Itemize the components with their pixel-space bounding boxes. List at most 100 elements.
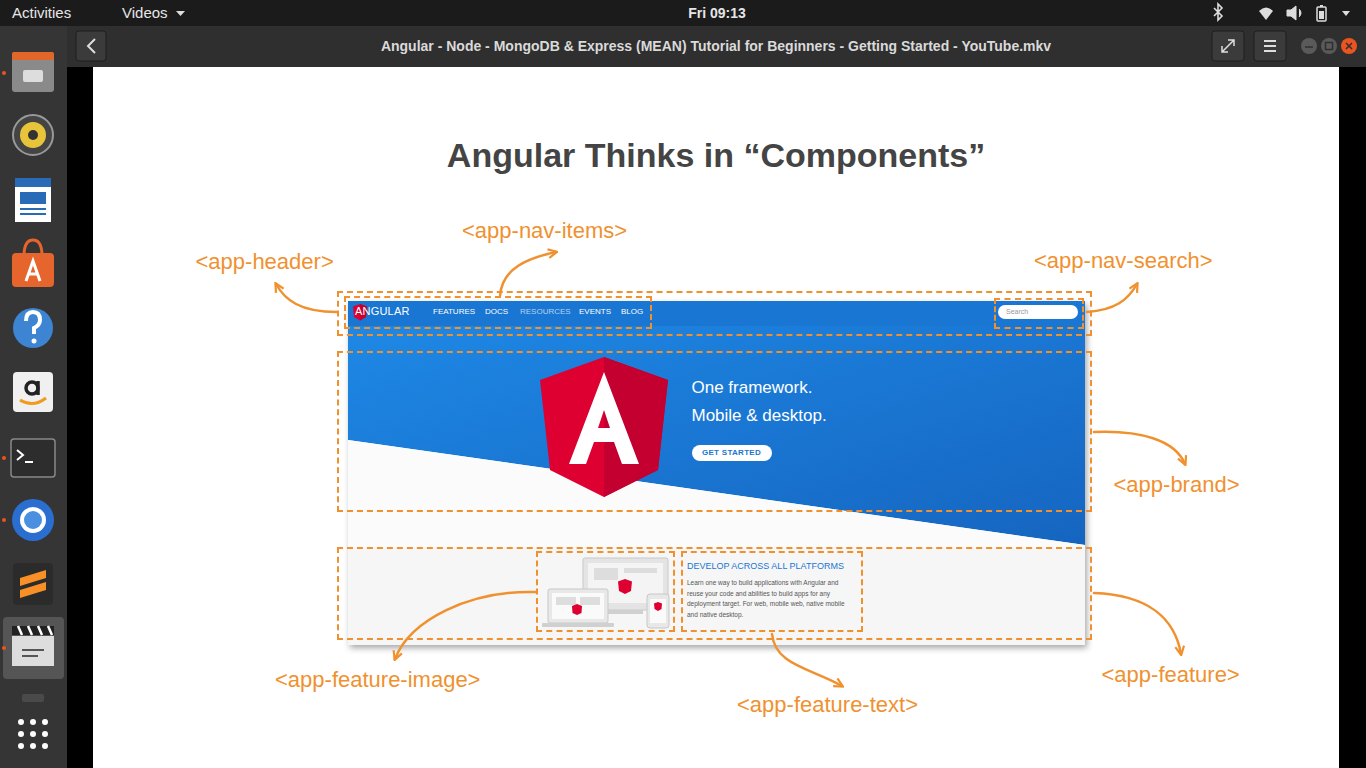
- leader-arrow: [1094, 432, 1185, 464]
- devices-illustration: [548, 589, 608, 623]
- video-area: [67, 67, 1366, 768]
- component-tag: <app-feature>: [1102, 662, 1240, 687]
- running-indicator: [2, 518, 6, 522]
- writer-icon: [15, 178, 51, 187]
- apps-grid-icon: [30, 731, 36, 737]
- component-tag: <app-header>: [196, 249, 334, 274]
- video-player-icon: [12, 626, 54, 635]
- angular-logo: [569, 372, 639, 464]
- minimize-icon: [1305, 46, 1313, 48]
- window-header: [67, 26, 1366, 67]
- slide-title: Angular Thinks in “Components”: [93, 136, 1339, 175]
- files-icon: [23, 70, 43, 82]
- writer-icon: [20, 213, 46, 215]
- software-icon: [12, 240, 54, 287]
- help-icon: [13, 308, 53, 348]
- maximize-button: [1321, 38, 1337, 54]
- help-icon: [13, 308, 53, 348]
- music-icon: [28, 130, 38, 140]
- devices-illustration: [624, 568, 657, 573]
- nav-bar: [348, 301, 1085, 326]
- apps-grid-icon: [30, 743, 36, 749]
- running-indicator: [2, 456, 6, 460]
- writer-icon: [20, 192, 46, 204]
- editor-icon: [13, 563, 53, 605]
- devices-illustration: [580, 597, 600, 605]
- dock: [0, 26, 67, 768]
- leader-arrow: [772, 634, 842, 686]
- devices-illustration: [542, 623, 614, 627]
- browser-icon: [20, 507, 46, 533]
- maximize-icon: [1326, 43, 1333, 50]
- wifi-icon: [1259, 8, 1273, 21]
- component-tag: <app-nav-search>: [1034, 248, 1213, 273]
- leader-arrows: [276, 252, 1185, 686]
- help-icon: [26, 312, 40, 334]
- nav-link: EVENTS: [579, 307, 611, 316]
- fullscreen-icon: [1222, 40, 1234, 52]
- nav-link: DOCS: [485, 307, 508, 316]
- writer-icon: [15, 178, 51, 222]
- close-icon: [1346, 43, 1352, 49]
- devices-illustration: [556, 597, 576, 605]
- top-bar: [0, 0, 1366, 26]
- files-icon: [12, 52, 54, 92]
- dropdown-arrow: [176, 11, 185, 16]
- menu-button: [1254, 31, 1286, 61]
- software-icon: [26, 261, 40, 281]
- apps-grid-icon: [42, 743, 48, 749]
- feature-heading: DEVELOP ACROSS ALL PLATFORMS: [687, 561, 844, 571]
- devices-illustration: [608, 610, 643, 614]
- window-title: Angular - Node - MongoDB & Express (MEAN…: [381, 38, 1051, 54]
- video-player-icon: [12, 626, 54, 666]
- button: GET STARTED: [692, 445, 772, 461]
- running-indicator: [2, 71, 6, 650]
- nav-link: RESOURCES: [520, 307, 571, 316]
- video-player-icon: [12, 636, 54, 666]
- menu-text: Activities: [12, 4, 71, 21]
- browser-icon: [12, 499, 54, 541]
- devices-illustration: [650, 599, 666, 623]
- component-tag: <app-feature-image>: [275, 667, 480, 692]
- terminal-icon: [11, 439, 55, 477]
- writer-icon: [15, 178, 51, 222]
- nav-link: BLOG: [621, 307, 643, 316]
- apps-grid-icon: [42, 719, 48, 725]
- leader-arrow: [395, 592, 536, 659]
- bluetooth-icon: [1214, 4, 1222, 20]
- files-icon: [12, 52, 54, 92]
- browser-icon: [12, 499, 54, 541]
- apps-grid-icon: [30, 719, 36, 725]
- slide: [93, 67, 1339, 768]
- dock-item: [22, 694, 44, 702]
- hero-diagonal: [348, 440, 1085, 547]
- video-player-icon: [22, 650, 44, 656]
- amazon-icon: [13, 372, 53, 412]
- amazon-icon: [26, 382, 38, 394]
- component-box: <app-nav-search>Search: [994, 298, 1084, 329]
- fullscreen-button: [1212, 31, 1244, 61]
- menu-icon: [1264, 41, 1276, 51]
- browser-icon: [24, 511, 42, 529]
- terminal-icon: [17, 450, 23, 460]
- apps-grid-icon: [18, 743, 24, 749]
- angular-logo: [540, 357, 668, 497]
- files-icon: [12, 52, 54, 60]
- dropdown-arrow: [1342, 11, 1350, 16]
- leader-arrow: [276, 284, 337, 312]
- volume-icon: [1287, 6, 1301, 20]
- amazon-icon: [20, 398, 46, 404]
- component-box: <app-brand>One framework. Mobile & deskt…: [337, 351, 1092, 512]
- active-highlight: [3, 617, 64, 679]
- component-box: <app-feature-text>DEVELOP ACROSS ALL PLA…: [681, 551, 863, 632]
- search-input: Search: [998, 305, 1078, 319]
- logo-text: ANGULAR: [355, 305, 410, 318]
- terminal-icon: [11, 439, 55, 477]
- amazon-icon: [36, 381, 40, 395]
- apps-grid-icon: [18, 719, 24, 725]
- nav-link: FEATURES: [433, 307, 475, 316]
- dock-panel: [0, 26, 67, 768]
- component-tag: <app-brand>: [1114, 472, 1240, 497]
